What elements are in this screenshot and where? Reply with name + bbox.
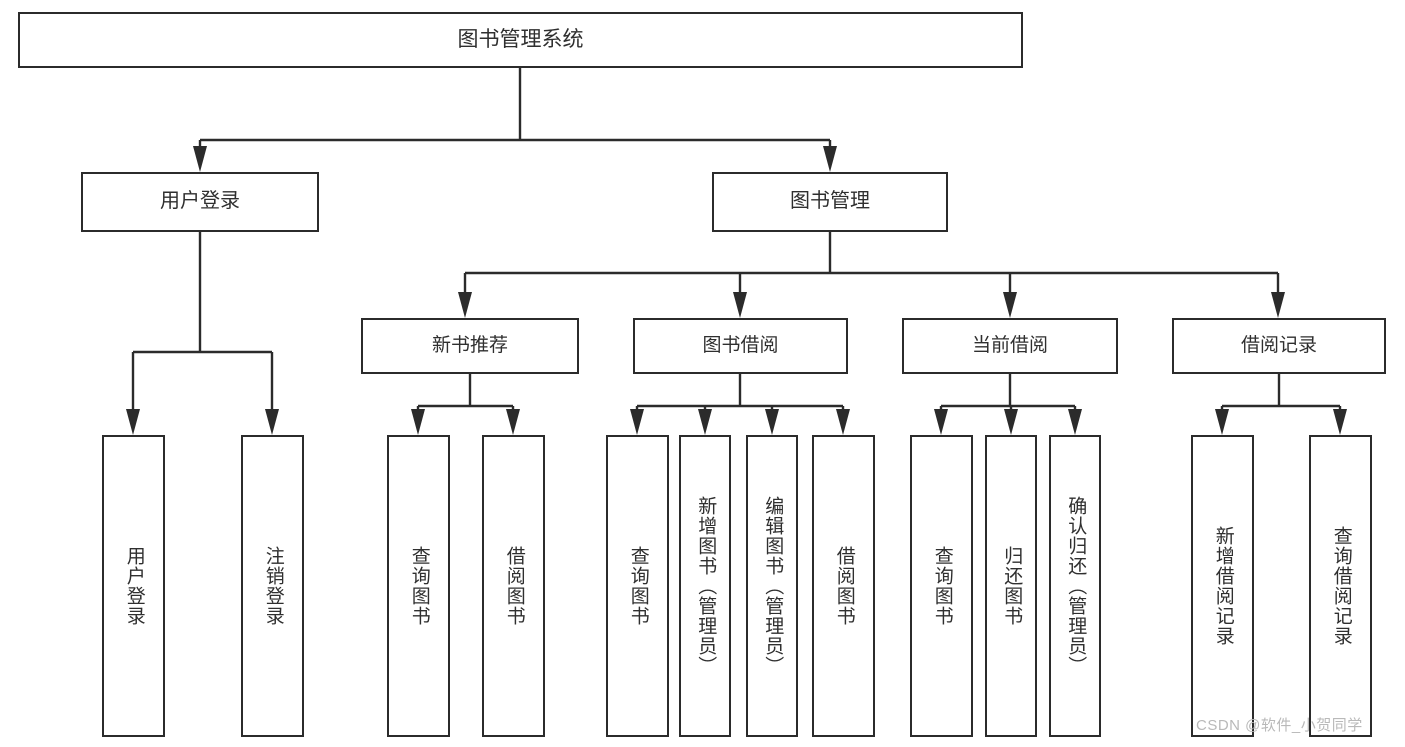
node-leaf-query-book-1-label: 查询图书 (408, 546, 430, 626)
node-book-borrow[interactable]: 图书借阅 (633, 318, 848, 374)
node-current-borrow-label: 当前借阅 (971, 334, 1048, 356)
node-leaf-query-book-2-label: 查询图书 (627, 546, 649, 626)
node-leaf-query-book-1[interactable]: 查询图书 (387, 435, 450, 737)
node-leaf-add-book-label: 新增图书（管理员） (695, 496, 717, 676)
node-book-manage[interactable]: 图书管理 (712, 172, 948, 232)
node-leaf-user-logout-label: 注销登录 (262, 546, 284, 626)
node-root-label: 图书管理系统 (457, 27, 584, 51)
node-leaf-query-record-label: 查询借阅记录 (1330, 526, 1352, 646)
node-user-login-label: 用户登录 (160, 190, 240, 213)
node-leaf-query-book-3[interactable]: 查询图书 (910, 435, 973, 737)
node-root[interactable]: 图书管理系统 (18, 12, 1023, 68)
node-leaf-query-book-2[interactable]: 查询图书 (606, 435, 669, 737)
node-leaf-user-login-label: 用户登录 (123, 546, 145, 626)
node-new-book-recommend-label: 新书推荐 (431, 334, 508, 356)
node-leaf-query-record[interactable]: 查询借阅记录 (1309, 435, 1372, 737)
node-leaf-return-book[interactable]: 归还图书 (985, 435, 1037, 737)
node-leaf-add-record-label: 新增借阅记录 (1212, 526, 1234, 646)
node-leaf-add-record[interactable]: 新增借阅记录 (1191, 435, 1254, 737)
node-leaf-edit-book[interactable]: 编辑图书（管理员） (746, 435, 798, 737)
node-leaf-user-login[interactable]: 用户登录 (102, 435, 165, 737)
node-leaf-edit-book-label: 编辑图书（管理员） (762, 496, 784, 676)
node-leaf-user-logout[interactable]: 注销登录 (241, 435, 304, 737)
node-leaf-confirm-return[interactable]: 确认归还（管理员） (1049, 435, 1101, 737)
node-book-manage-label: 图书管理 (790, 190, 870, 213)
node-leaf-borrow-book-2-label: 借阅图书 (833, 546, 855, 626)
node-current-borrow[interactable]: 当前借阅 (902, 318, 1118, 374)
node-leaf-return-book-label: 归还图书 (1001, 546, 1023, 626)
node-leaf-borrow-book-1[interactable]: 借阅图书 (482, 435, 545, 737)
node-leaf-add-book[interactable]: 新增图书（管理员） (679, 435, 731, 737)
node-new-book-recommend[interactable]: 新书推荐 (361, 318, 579, 374)
node-leaf-borrow-book-2[interactable]: 借阅图书 (812, 435, 875, 737)
node-user-login[interactable]: 用户登录 (81, 172, 319, 232)
watermark: CSDN @软件_小贺同学 (1196, 717, 1363, 734)
node-leaf-query-book-3-label: 查询图书 (931, 546, 953, 626)
node-borrow-record[interactable]: 借阅记录 (1172, 318, 1386, 374)
node-leaf-confirm-return-label: 确认归还（管理员） (1065, 496, 1087, 676)
node-book-borrow-label: 图书借阅 (702, 334, 779, 356)
node-leaf-borrow-book-1-label: 借阅图书 (503, 546, 525, 626)
node-borrow-record-label: 借阅记录 (1240, 334, 1317, 356)
